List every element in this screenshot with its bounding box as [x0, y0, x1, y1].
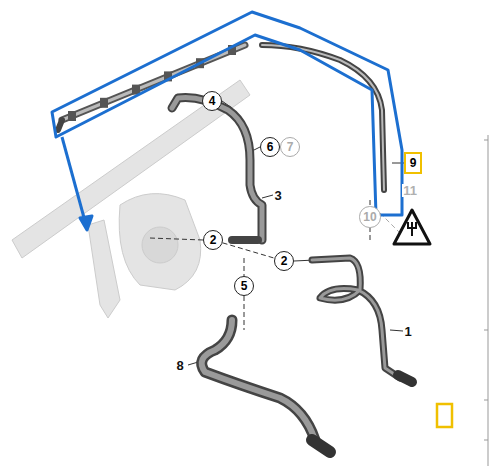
- rail-clip: [68, 111, 76, 121]
- warning-symbol: [394, 210, 430, 244]
- callout-number: 2: [281, 255, 288, 267]
- callout-circle: 10: [359, 206, 380, 227]
- callout-number: 9: [410, 157, 417, 169]
- callout-number: 10: [363, 211, 376, 223]
- highlighted-callout: 9: [404, 152, 422, 174]
- highlight-frame: [437, 404, 452, 427]
- callout-number: 2: [210, 234, 217, 246]
- callout-number: 8: [175, 359, 184, 372]
- callout-number: 1: [403, 325, 412, 338]
- callout-circle: 5: [234, 276, 254, 296]
- dashed-leader: [223, 243, 275, 258]
- callout-number: 5: [241, 280, 248, 292]
- callout-circle: 7: [280, 137, 300, 157]
- callout-circle: 6: [260, 137, 280, 157]
- callout-circle: 2: [203, 230, 223, 250]
- leader-lines: [150, 200, 405, 330]
- callout-circle: 2: [274, 251, 294, 271]
- page-edge: [484, 135, 488, 466]
- faded-rail: [12, 80, 250, 318]
- callout-number: 7: [287, 141, 294, 153]
- solid-leaders: [188, 101, 404, 365]
- callout-number: 11: [402, 184, 418, 197]
- blue-outline: [52, 12, 402, 230]
- callout-circle: 4: [202, 91, 222, 111]
- callout-number: 3: [273, 189, 282, 202]
- hoses: [58, 45, 412, 452]
- callout-number: 4: [209, 95, 216, 107]
- rail-clip: [100, 98, 108, 108]
- callout-number: 6: [267, 141, 274, 153]
